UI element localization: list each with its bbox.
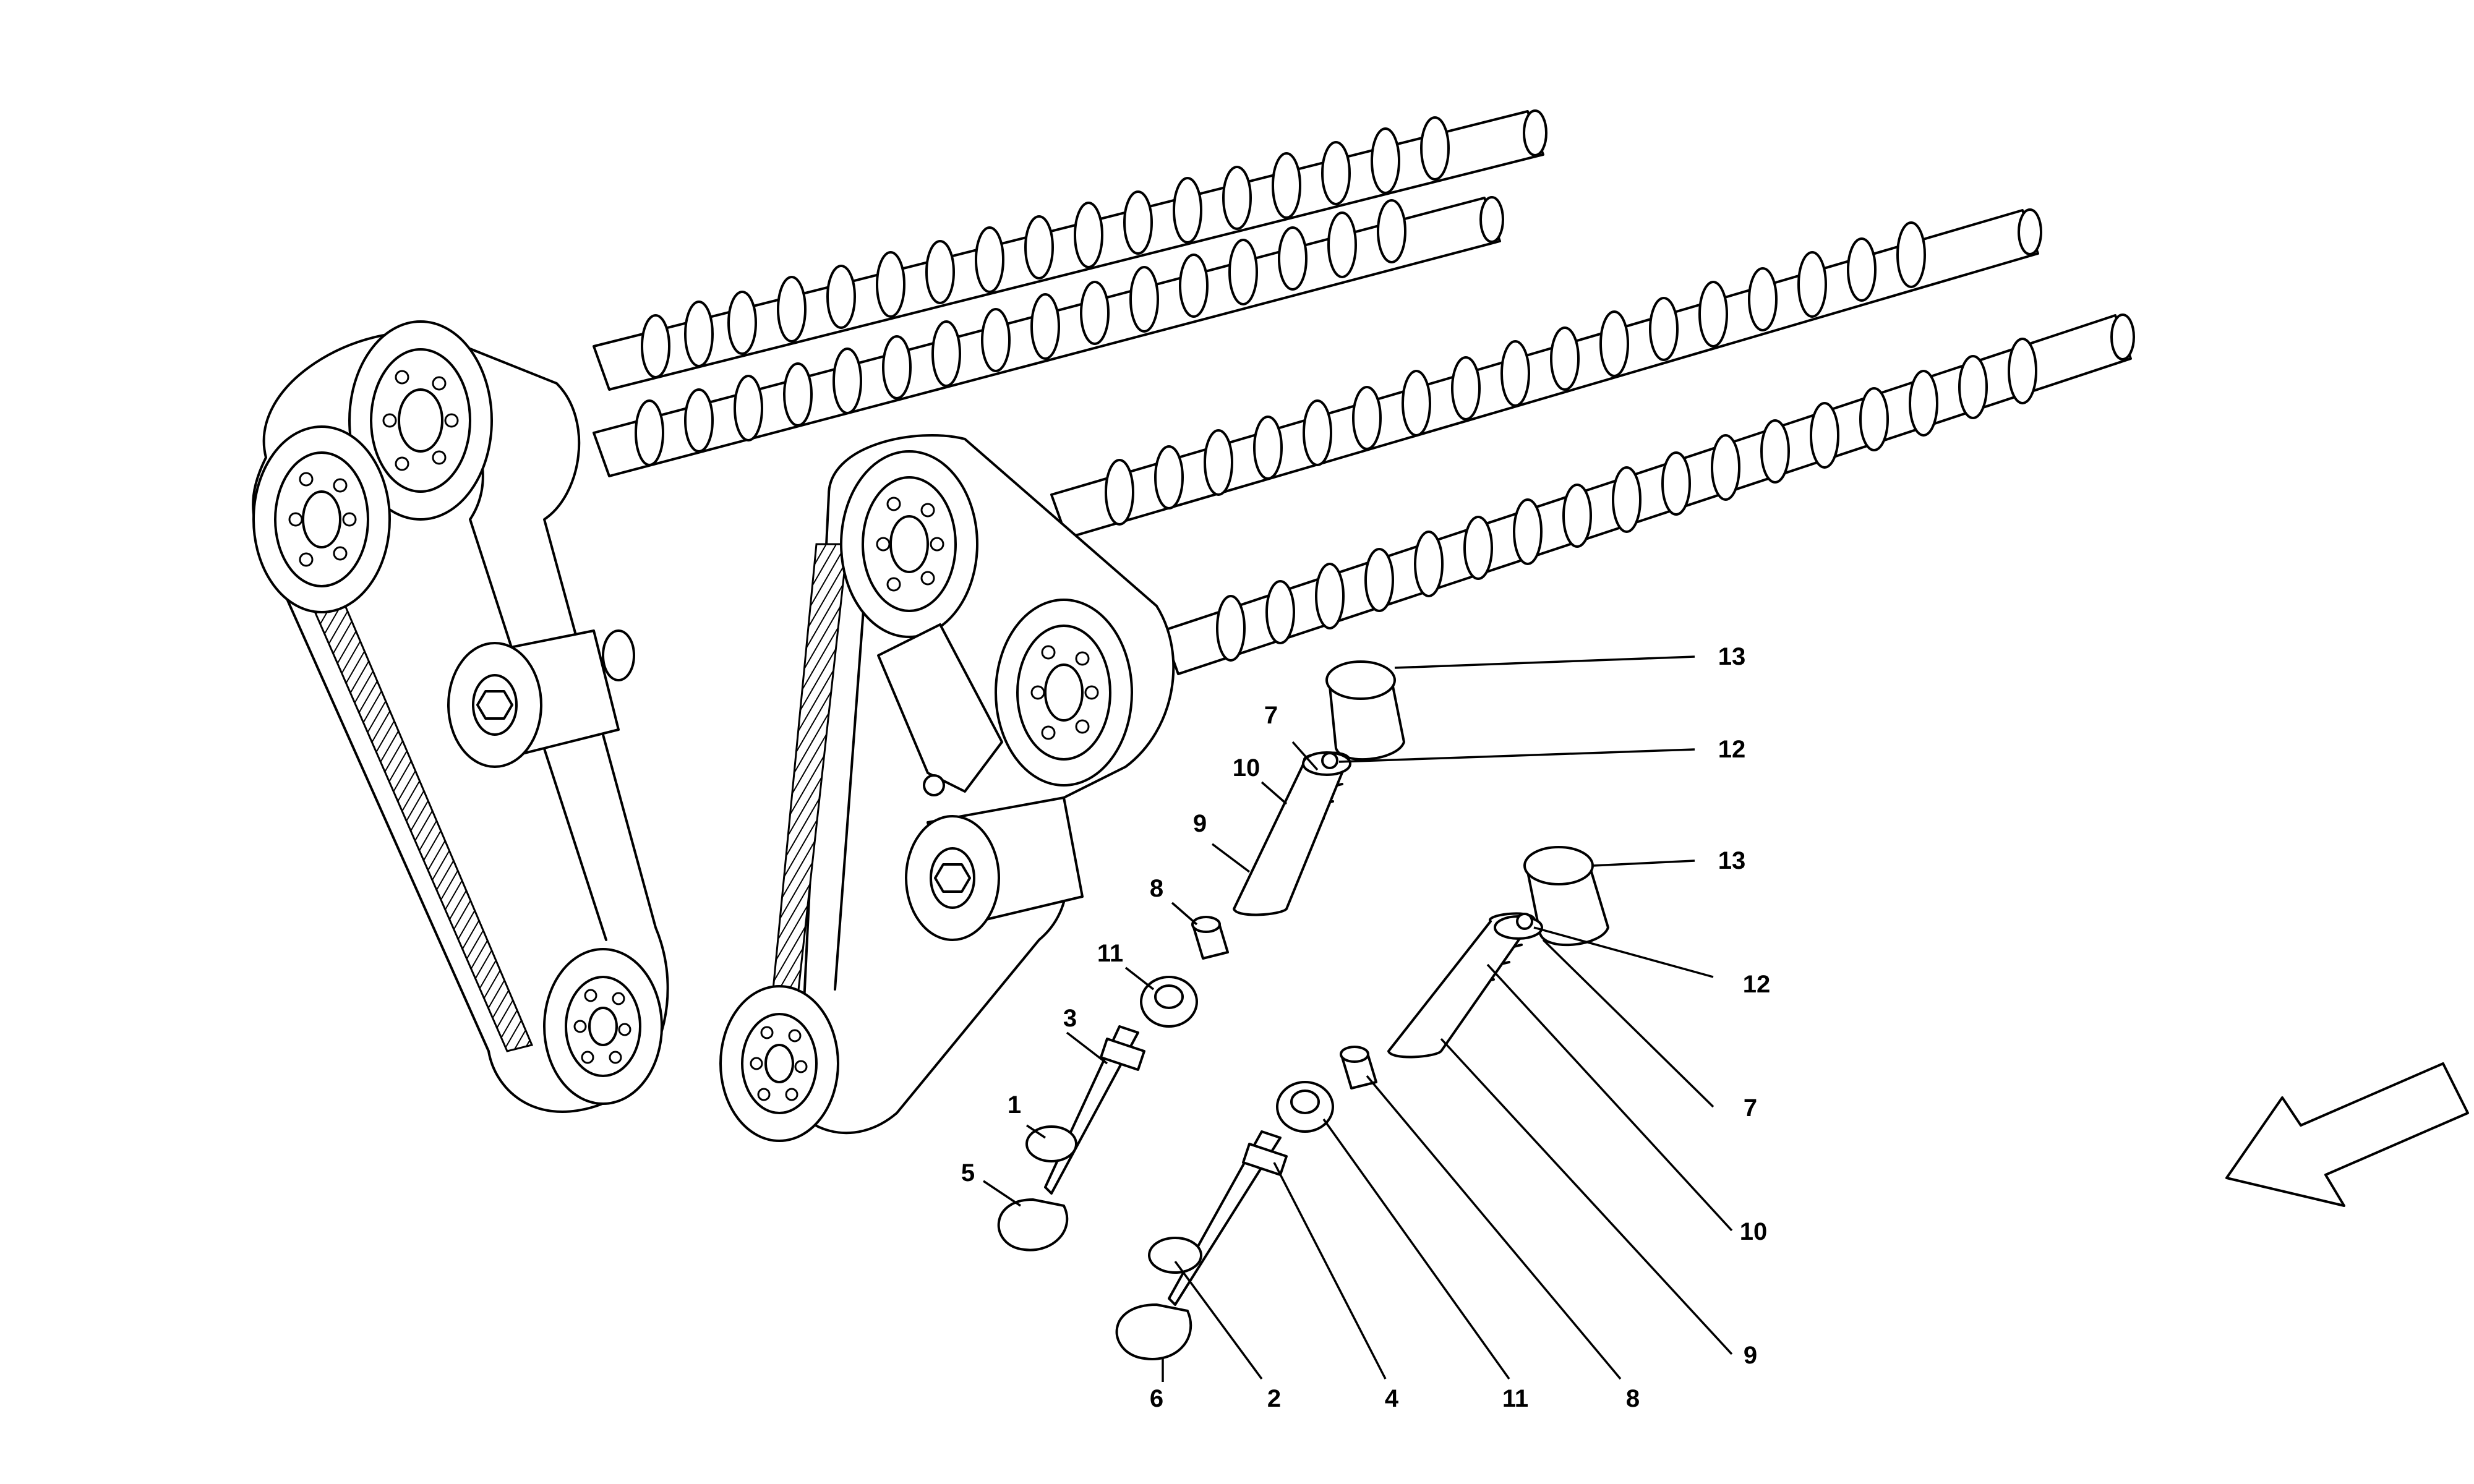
camshaft-lower-front	[1162, 313, 2135, 675]
tensioner-right	[905, 796, 1084, 941]
callout-7-upper: 7	[1264, 702, 1278, 729]
valve-spring-upper	[1233, 751, 1351, 916]
valve-spring-lower	[1387, 912, 1543, 1059]
callout-6: 6	[1150, 1385, 1163, 1412]
cam-pulley-right-upper	[840, 450, 978, 638]
camshaft-lower-rear	[1050, 208, 2042, 539]
cam-pulley-left-upper	[348, 320, 493, 521]
valve-intake-lower	[1115, 1130, 1288, 1360]
callouts: 13 12 7 10 9 8 11 3 1 5 13 12 7 10 9 6 2…	[961, 643, 1770, 1412]
crank-pulley-right	[719, 985, 839, 1142]
callout-10-upper: 10	[1233, 754, 1261, 782]
cam-pulley-right-lower	[995, 599, 1133, 787]
callout-11-lower: 11	[1502, 1385, 1528, 1412]
camshaft-upper-front	[593, 196, 1504, 477]
callout-9-upper: 9	[1193, 810, 1207, 837]
callout-8-upper: 8	[1150, 875, 1163, 902]
callout-5: 5	[961, 1159, 975, 1187]
callout-13-upper: 13	[1718, 643, 1746, 670]
valve-guide-lower	[1340, 1046, 1377, 1090]
cam-pulley-left-lower	[252, 425, 391, 613]
tappet-upper	[1325, 660, 1405, 761]
direction-arrow-icon	[2225, 1062, 2469, 1207]
callout-13-lower: 13	[1718, 847, 1746, 874]
callout-4: 4	[1385, 1385, 1399, 1412]
callout-12-upper: 12	[1718, 736, 1746, 763]
valve-exhaust-upper	[997, 1025, 1145, 1252]
valve-seal-lower	[1276, 1081, 1334, 1133]
callout-2: 2	[1267, 1385, 1281, 1412]
crank-pulley-left	[543, 948, 663, 1105]
camshaft-upper-rear	[593, 109, 1547, 391]
tensioner-left	[447, 629, 635, 768]
callout-12-lower: 12	[1743, 971, 1771, 998]
leader-lines	[983, 655, 1733, 1382]
callout-8-lower: 8	[1626, 1385, 1640, 1412]
callout-9-lower: 9	[1744, 1342, 1757, 1369]
valve-guide-upper	[1191, 916, 1229, 960]
tappet-lower	[1523, 846, 1609, 947]
callout-7-lower: 7	[1744, 1094, 1757, 1122]
callout-11-upper: 11	[1097, 940, 1123, 967]
callout-3: 3	[1063, 1005, 1077, 1032]
valve-seal-upper	[1140, 976, 1198, 1028]
tensioner-bracket-right	[877, 623, 1003, 796]
callout-1: 1	[1008, 1091, 1021, 1119]
callout-10-lower: 10	[1740, 1218, 1768, 1245]
